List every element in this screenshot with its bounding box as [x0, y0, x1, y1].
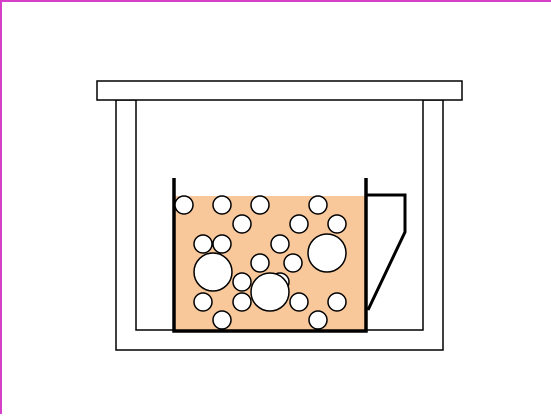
- bubble: [308, 310, 328, 330]
- large-bubble: [250, 272, 290, 312]
- beaker-handle: [366, 193, 407, 311]
- bubble: [193, 292, 213, 312]
- bubbles: [174, 195, 347, 330]
- bubble: [283, 253, 303, 273]
- bubble: [289, 292, 309, 312]
- bubble: [327, 214, 347, 234]
- bubble: [212, 234, 232, 254]
- bubble: [174, 195, 194, 215]
- bubble: [212, 195, 232, 215]
- bubble: [289, 214, 309, 234]
- bubble: [212, 310, 232, 330]
- bubble: [193, 234, 213, 254]
- bubble: [232, 292, 252, 312]
- container-lid: [96, 80, 463, 101]
- large-bubble: [307, 233, 347, 273]
- bubble: [232, 272, 252, 292]
- bubble: [327, 292, 347, 312]
- bubble: [308, 195, 328, 215]
- bubble: [232, 214, 252, 234]
- large-bubble: [193, 252, 233, 292]
- bubble: [270, 234, 290, 254]
- bubble: [250, 195, 270, 215]
- beaker: [172, 178, 368, 333]
- bubble: [250, 253, 270, 273]
